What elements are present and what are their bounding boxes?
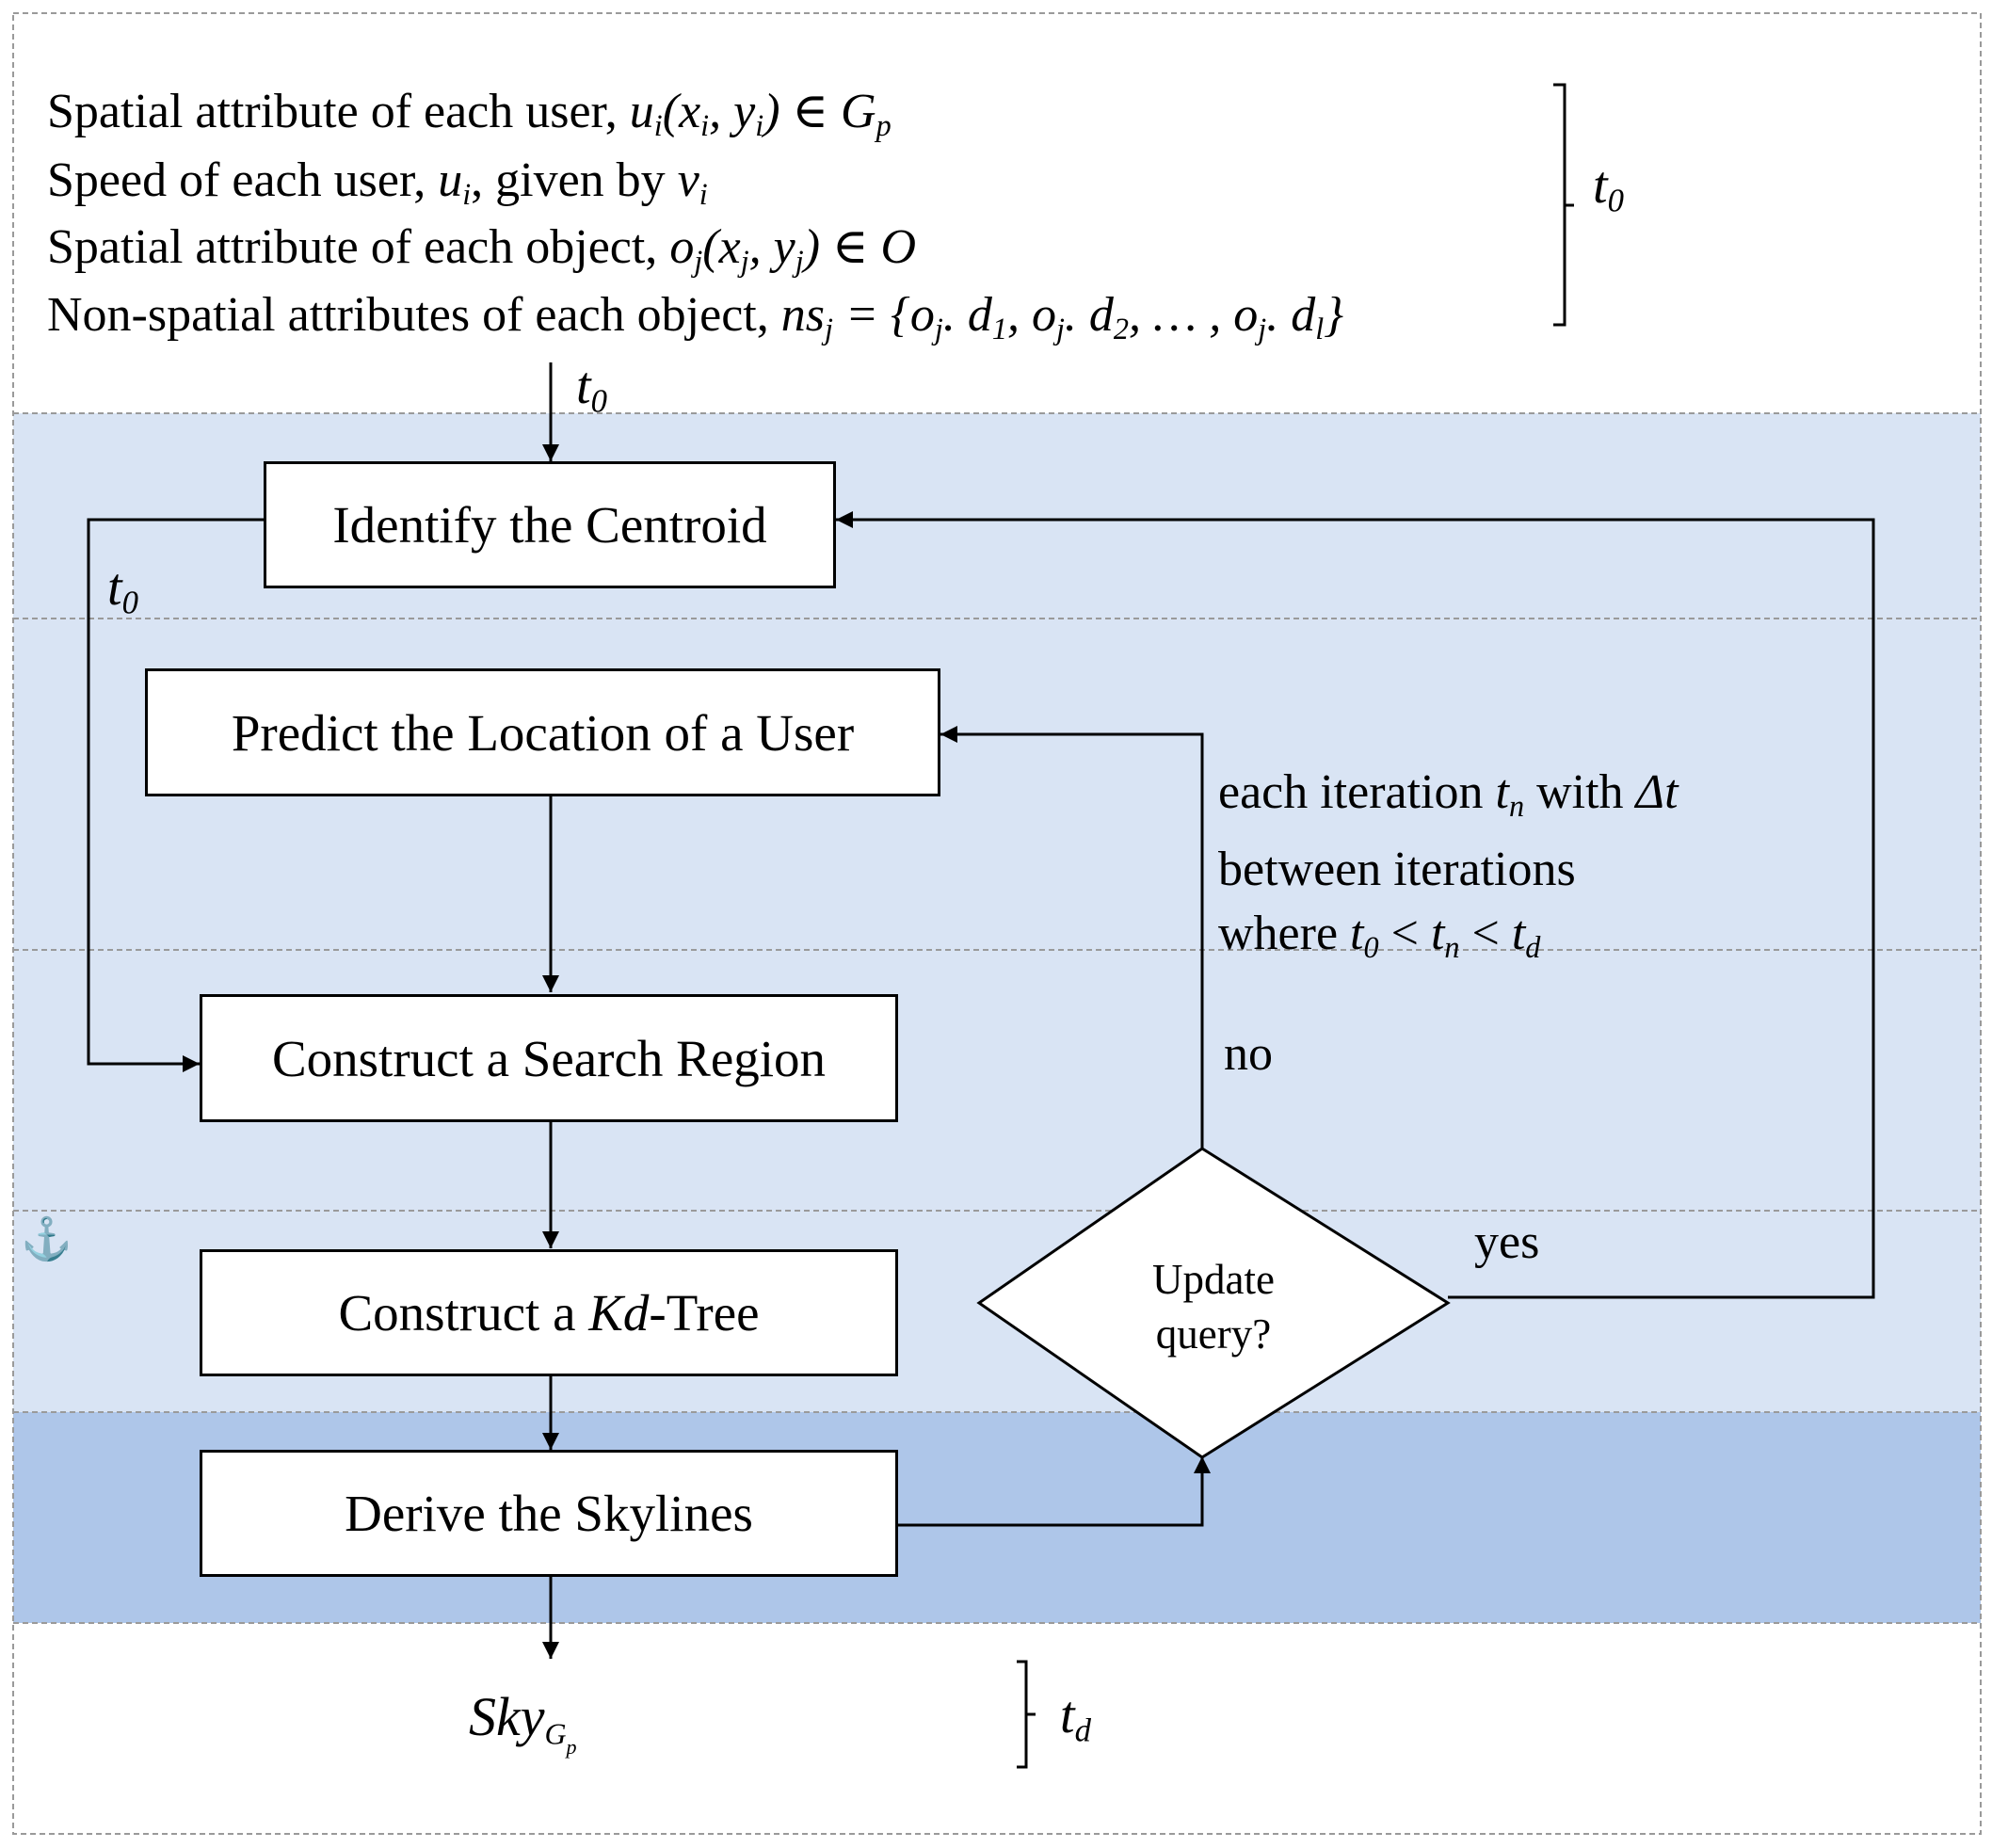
input-line-user-spatial: Spatial attribute of each user, ui(xi, y… (47, 85, 892, 143)
iteration-note: each iteration tn with Δt between iterat… (1218, 765, 1679, 965)
input-line-object-spatial: Spatial attribute of each object, oj(xj,… (47, 220, 917, 279)
arrow-no-to-predict (940, 726, 1204, 1150)
construct-search-region-box: Construct a Search Region (200, 994, 898, 1122)
predict-location-label: Predict the Location of a User (231, 703, 855, 762)
decision-no-label: no (1224, 1027, 1273, 1081)
output-bracket (1017, 1660, 1028, 1769)
decision-label: Update query? (1152, 1256, 1275, 1358)
outer-border (12, 12, 1982, 1835)
decision-yes-label: yes (1474, 1215, 1540, 1269)
inputs-time-label: t0 (1593, 156, 1624, 219)
identify-centroid-label: Identify the Centroid (332, 496, 767, 554)
derive-skylines-box: Derive the Skylines (200, 1450, 898, 1577)
anchor-icon: ⚓ (21, 1216, 72, 1262)
arrow-yes-to-centroid (836, 511, 1875, 1299)
predict-location-box: Predict the Location of a User (145, 668, 940, 796)
construct-kdtree-box: Construct a Kd-Tree (200, 1249, 898, 1376)
arrow-skylines-to-decision (898, 1456, 1211, 1527)
derive-skylines-label: Derive the Skylines (345, 1485, 753, 1542)
loop-time-label: t0 (107, 558, 138, 621)
output-band (13, 1623, 1981, 1834)
input-line-object-nonspatial: Non-spatial attributes of each object, n… (47, 288, 1344, 346)
identify-centroid-box: Identify the Centroid (264, 461, 836, 588)
inputs-band (13, 13, 1981, 413)
inputs-bracket (1553, 83, 1566, 327)
skyline-output: SkyGp (469, 1686, 577, 1759)
input-line-user-speed: Speed of each user, ui, given by vi (47, 153, 708, 212)
arrow-centroid-to-search-region (87, 518, 264, 1072)
decision-diamond (976, 1147, 1451, 1459)
construct-search-region-label: Construct a Search Region (271, 1029, 827, 1087)
construct-kdtree-label: Construct a Kd-Tree (338, 1284, 760, 1342)
output-time-label: td (1060, 1686, 1091, 1749)
start-time-label: t0 (576, 357, 607, 420)
